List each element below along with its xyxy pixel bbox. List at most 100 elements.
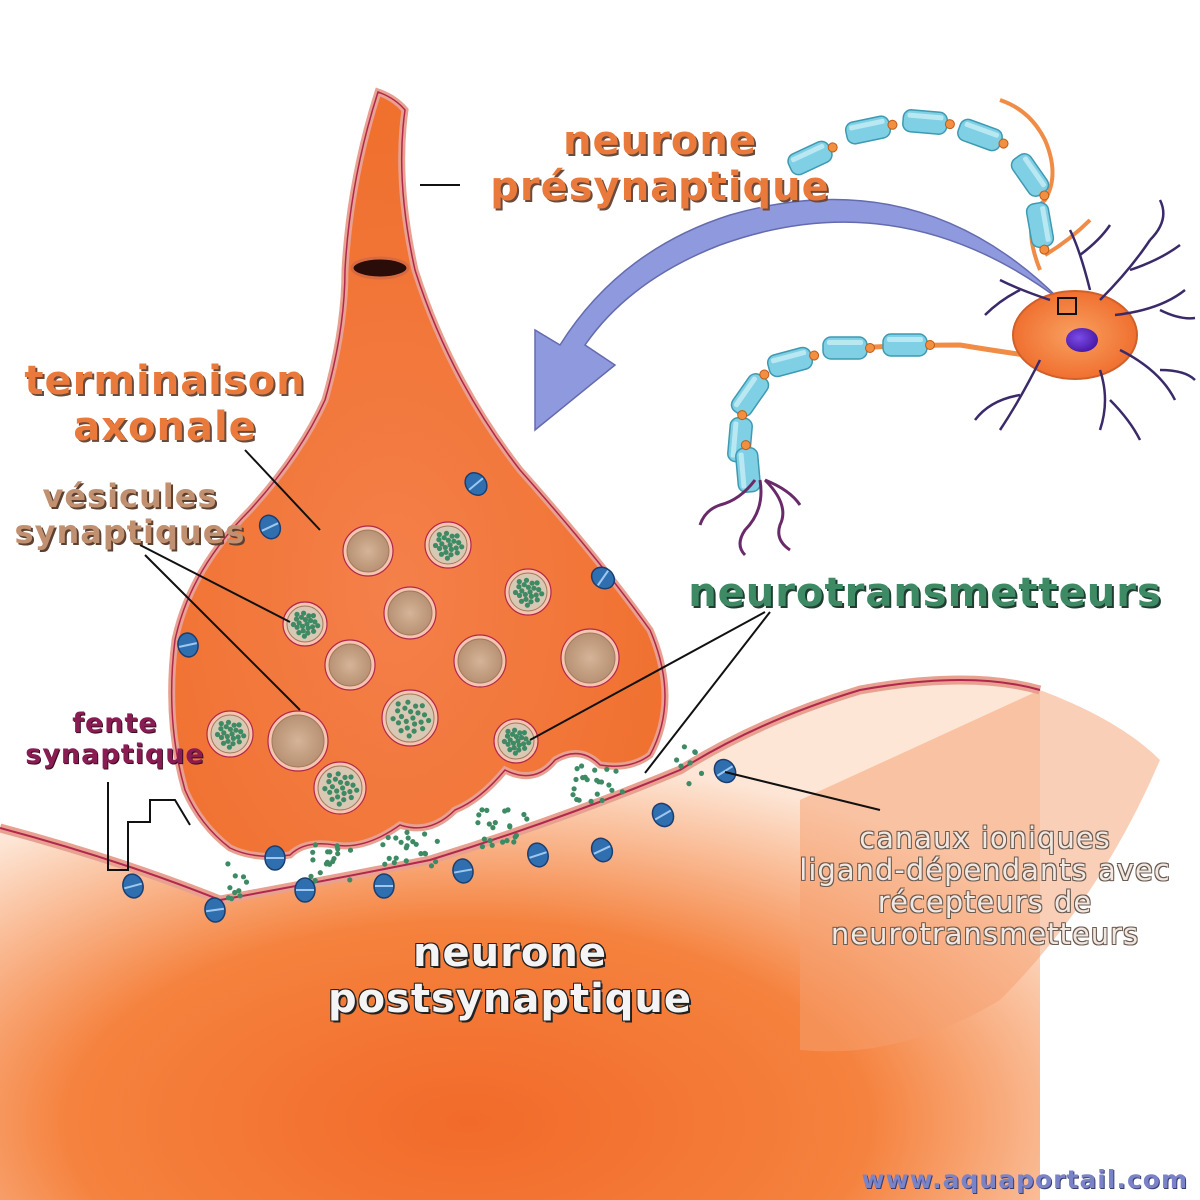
label-ion-channels-line2: ligand-dépendants avec bbox=[799, 853, 1171, 887]
myelin-segment bbox=[902, 109, 955, 135]
myelin-segment bbox=[787, 140, 838, 176]
neurotransmitter-dot bbox=[486, 821, 492, 827]
neurotransmitter-dot bbox=[574, 766, 580, 772]
label-vesicles: vésicules synaptiques bbox=[0, 478, 260, 550]
neurotransmitter-dot bbox=[382, 861, 388, 867]
label-postsynaptic-line2: postsynaptique bbox=[327, 976, 693, 1022]
neurotransmitter-dot bbox=[422, 831, 428, 837]
synaptic-vesicle bbox=[267, 710, 329, 772]
neurotransmitter-dot bbox=[229, 896, 235, 902]
label-ion-channels: canaux ioniques ligand-dépendants avec r… bbox=[770, 822, 1200, 950]
neurotransmitter-dot bbox=[310, 857, 316, 863]
neurotransmitter-dot bbox=[405, 835, 411, 841]
label-cleft-line2: synaptique bbox=[25, 739, 205, 770]
neurotransmitter-dot bbox=[385, 834, 391, 841]
neurotransmitter-dot bbox=[573, 776, 579, 783]
neurotransmitter-dot bbox=[433, 859, 439, 865]
neurotransmitter-dot bbox=[481, 836, 487, 842]
axon-terminal bbox=[168, 87, 669, 860]
neurotransmitter-dot bbox=[588, 798, 594, 805]
neurotransmitter-dot bbox=[232, 889, 238, 896]
label-ion-channels-line3: récepteurs de bbox=[877, 885, 1093, 919]
ion-channel-receptor bbox=[713, 758, 737, 784]
neurotransmitter-dot bbox=[674, 757, 680, 763]
leader-lines bbox=[107, 184, 881, 871]
label-ion-channels-line1: canaux ioniques bbox=[859, 821, 1111, 855]
synaptic-vesicles bbox=[206, 521, 620, 815]
neurotransmitter-dots bbox=[225, 744, 705, 902]
neurotransmitter-dot bbox=[511, 839, 517, 845]
neurotransmitter-dot bbox=[418, 851, 424, 857]
ion-channel-receptor bbox=[590, 566, 616, 590]
neurotransmitter-dot bbox=[232, 873, 238, 879]
ion-channel-receptor bbox=[452, 858, 474, 884]
neurotransmitter-dot bbox=[310, 849, 316, 855]
ion-channel-receptor bbox=[373, 873, 395, 899]
zoom-arrow bbox=[534, 198, 1061, 432]
synaptic-vesicle bbox=[313, 761, 367, 815]
neurotransmitter-dot bbox=[599, 797, 605, 804]
label-cleft: fente synaptique bbox=[0, 708, 230, 770]
myelin-segment bbox=[766, 346, 820, 378]
neurotransmitter-dot bbox=[571, 786, 577, 792]
neurotransmitter-dot bbox=[698, 770, 705, 777]
myelin-segment bbox=[844, 115, 898, 145]
neurotransmitter-dot bbox=[687, 760, 693, 766]
neurotransmitter-dot bbox=[521, 811, 527, 818]
neurotransmitter-dot bbox=[393, 835, 399, 841]
neurotransmitter-dot bbox=[579, 763, 585, 769]
myelin-segment bbox=[882, 333, 935, 357]
label-vesicles-line1: vésicules bbox=[42, 477, 218, 515]
zoom-box bbox=[1057, 297, 1077, 315]
neurotransmitter-dot bbox=[236, 888, 242, 894]
neurotransmitter-dot bbox=[686, 781, 692, 787]
label-presynaptic: neurone présynaptique bbox=[460, 118, 860, 210]
neurotransmitter-dot bbox=[598, 779, 605, 785]
neurotransmitter-dot bbox=[347, 847, 354, 853]
ion-channel-receptor bbox=[258, 514, 282, 540]
neurotransmitter-dot bbox=[678, 763, 684, 769]
synaptic-vesicle bbox=[342, 525, 394, 577]
myelin-segment bbox=[1025, 201, 1055, 255]
neurotransmitter-dot bbox=[500, 839, 506, 845]
neurotransmitter-dot bbox=[403, 858, 409, 864]
neurotransmitter-dot bbox=[308, 873, 314, 880]
label-ion-channels-line4: neurotransmetteurs bbox=[830, 917, 1140, 951]
ion-channel-receptor bbox=[177, 632, 199, 658]
ion-channel-receptor bbox=[294, 877, 316, 903]
neurotransmitter-dot bbox=[325, 849, 331, 855]
neurotransmitter-dot bbox=[524, 816, 530, 822]
neurotransmitter-dot bbox=[227, 885, 233, 891]
ion-channel-receptor bbox=[590, 837, 614, 863]
neurotransmitter-dot bbox=[609, 787, 615, 793]
myelin-segment bbox=[730, 369, 770, 417]
neurotransmitter-dot bbox=[335, 846, 341, 852]
neurotransmitter-dot bbox=[489, 842, 495, 848]
neurotransmitter-dot bbox=[312, 877, 318, 884]
ion-channel-receptor bbox=[122, 873, 144, 899]
neurotransmitter-dot bbox=[604, 766, 610, 772]
neurotransmitter-dot bbox=[484, 807, 490, 814]
neurotransmitter-dot bbox=[243, 879, 250, 885]
myelin-sheath bbox=[727, 109, 1055, 493]
synaptic-vesicle bbox=[282, 601, 328, 647]
myelin-segment bbox=[957, 118, 1009, 152]
label-vesicles-line2: synaptiques bbox=[14, 513, 246, 551]
myelin-segment bbox=[822, 336, 875, 360]
neurotransmitter-dot bbox=[434, 838, 440, 844]
neurotransmitter-dot bbox=[594, 777, 600, 783]
neurotransmitter-dot bbox=[335, 851, 341, 857]
neurotransmitter-dot bbox=[487, 838, 493, 844]
neurotransmitter-dot bbox=[613, 768, 619, 774]
neurotransmitter-dot bbox=[570, 792, 576, 798]
neurotransmitter-dot bbox=[413, 841, 419, 847]
label-postsynaptic-line1: neurone bbox=[413, 930, 607, 976]
synaptic-vesicle bbox=[424, 521, 472, 569]
neurotransmitter-dot bbox=[681, 744, 688, 750]
neurotransmitter-dot bbox=[428, 863, 435, 869]
synaptic-vesicle bbox=[493, 718, 539, 764]
neurotransmitter-dot bbox=[479, 807, 485, 813]
axon-opening bbox=[350, 256, 410, 280]
myelin-segment bbox=[1010, 153, 1050, 201]
neurotransmitter-dot bbox=[504, 838, 510, 844]
